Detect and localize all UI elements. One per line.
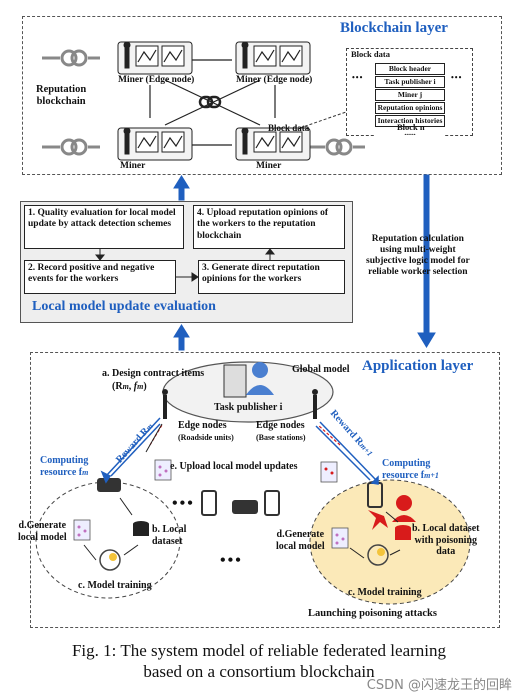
step-1-box: 1. Quality evaluation for local model up… — [24, 205, 184, 249]
block-data-panel: Block data Block header Task publisher i… — [346, 48, 473, 139]
model-training-icon — [99, 544, 389, 571]
watermark: CSDN @闪速龙王的回眸 — [366, 678, 512, 693]
application-layer-title: Application layer — [362, 358, 474, 374]
step-3-box: 3. Generate direct reputation opinions f… — [198, 260, 345, 294]
block-data-title: Block data — [351, 49, 390, 59]
design-contract-text: a. Design contract items — [102, 368, 205, 379]
application-graphics — [35, 361, 471, 605]
chain-link-icon — [42, 49, 365, 156]
computing-left-label: Computing resource fm — [40, 455, 89, 478]
miner-label-2: Miner — [256, 161, 282, 171]
local-eval-title: Local model update evaluation — [32, 299, 216, 314]
left-dataset-label: b. Local dataset — [152, 524, 187, 547]
block-footer: Block n — [397, 122, 425, 132]
step-2-box: 2. Record positive and negative events f… — [24, 260, 176, 294]
block-row: Interaction histories — [375, 115, 445, 127]
panel-dots-right: ••• — [451, 73, 463, 82]
contract-vars: (Rm, fm) — [112, 381, 147, 392]
poisoning-attacks-label: Launching poisoning attacks — [308, 608, 437, 619]
edge-nodes-right-label: Edge nodes — [256, 420, 305, 431]
step-4-box: 4. Upload reputation opinions of the wor… — [193, 205, 345, 249]
block-row: Reputation opinions — [375, 102, 445, 114]
application-layer-frame — [30, 352, 500, 628]
block-row: Block header — [375, 63, 445, 75]
user-icon — [246, 362, 274, 395]
miner-edge-label-1: Miner (Edge node) — [118, 75, 195, 85]
left-training-label: c. Model training — [78, 580, 152, 591]
block-rows: Block header Task publisher i Miner j Re… — [375, 62, 445, 139]
dots-bottom: ••• — [220, 552, 243, 569]
miner-label-1: Miner — [120, 161, 146, 171]
left-generate-label: d.Generate local model — [18, 520, 67, 543]
blockchain-graphics — [42, 41, 365, 161]
figure-caption-line-2: based on a consortium blockchain — [143, 662, 375, 681]
edge-nodes-left-sub: (Roadside units) — [178, 433, 234, 442]
right-training-label: c. Model training — [348, 587, 422, 598]
layer-arrows — [173, 174, 436, 351]
global-model-label: Global model — [292, 364, 350, 375]
upload-label: e. Upload local model updates — [170, 461, 298, 472]
block-data-label: Block data — [268, 123, 310, 133]
block-row: ...... — [375, 128, 445, 138]
task-publisher-label: Task publisher i — [214, 402, 283, 413]
computing-right-label: Computing resource fm+1 — [382, 458, 439, 481]
reputation-blockchain-label: Reputation blockchain — [36, 84, 87, 108]
reputation-calc-text: Reputation calculation using multi-weigh… — [366, 234, 470, 277]
dataset-icon — [133, 521, 411, 540]
block-row: Miner j — [375, 89, 445, 101]
dots-middle: ••• — [172, 495, 195, 512]
right-worker-cluster — [309, 479, 471, 605]
right-dataset-label: b. Local dataset with poisoning data — [412, 523, 480, 557]
right-generate-label: d.Generate local model — [276, 529, 325, 552]
edge-nodes-right-sub: (Base stations) — [256, 433, 306, 442]
block-row: Task publisher i — [375, 76, 445, 88]
miner-edge-label-2: Miner (Edge node) — [236, 75, 313, 85]
attacker-icon — [368, 495, 416, 530]
panel-dots-left: ••• — [352, 73, 364, 82]
blockchain-layer-frame — [22, 16, 502, 175]
left-worker-cluster — [35, 481, 181, 599]
blockchain-layer-title: Blockchain layer — [340, 20, 448, 36]
server-icon — [223, 364, 247, 398]
eval-arrows — [94, 248, 276, 282]
edge-nodes-left-label: Edge nodes — [178, 420, 227, 431]
figure-caption-line-1: Fig. 1: The system model of reliable fed… — [71, 641, 447, 660]
